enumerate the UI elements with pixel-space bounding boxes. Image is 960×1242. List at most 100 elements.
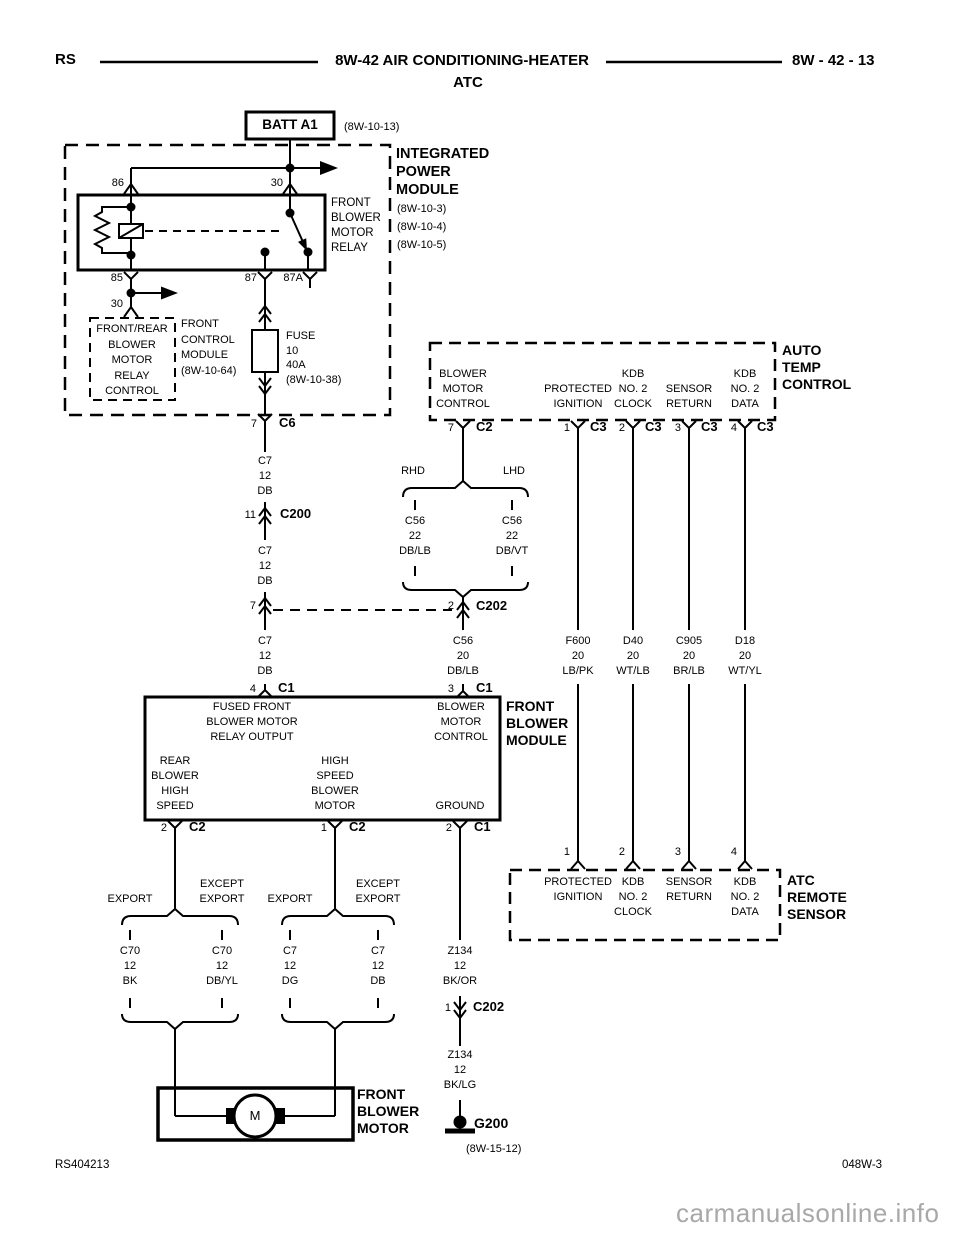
batt-ref: (8W-10-13) xyxy=(344,121,400,133)
relay-pin-87a: 87A xyxy=(283,272,303,284)
branch-merge-brace xyxy=(121,1013,239,1031)
branch-split-brace xyxy=(402,479,529,498)
female-pin-icon xyxy=(327,820,343,838)
female-pin-icon xyxy=(302,271,318,288)
ground-icon xyxy=(445,1115,475,1134)
page-code-left: RS xyxy=(55,51,76,68)
fbm-c2a-pin: 2 xyxy=(160,822,167,834)
fcm-pin-30: 30 xyxy=(110,298,123,310)
atc-remote-sensor-box xyxy=(508,868,782,942)
wire-f600-label: F600 20 LB/PK xyxy=(562,635,594,677)
wire-d40-label: D40 20 WT/LB xyxy=(616,635,650,677)
component-pin-icon xyxy=(570,859,586,870)
page-subtitle: ATC xyxy=(453,74,483,91)
female-pin-icon xyxy=(167,820,183,838)
ipm-title: INTEGRATED POWER MODULE xyxy=(396,146,490,198)
branch-lhd-label: LHD xyxy=(502,465,526,477)
inline-connector-icon xyxy=(258,506,272,525)
branch-export-label: EXPORT xyxy=(107,893,153,905)
batt-a1-label: BATT A1 xyxy=(262,117,318,132)
fbm-ground-label: GROUND xyxy=(435,800,485,812)
connector-c2-pin: 7 xyxy=(447,422,454,434)
connector-c1-left-pin: 4 xyxy=(249,683,256,695)
connector-c202: C202 xyxy=(473,999,505,1014)
component-pin-icon xyxy=(455,689,471,699)
fbm-fused-relay-output-label: FUSED FRONT BLOWER MOTOR RELAY OUTPUT xyxy=(206,701,298,743)
atc-title: AUTO TEMP CONTROL xyxy=(782,342,852,392)
fbm-rear-blower-high-speed-label: REAR BLOWER HIGH SPEED xyxy=(151,755,199,812)
inline-connector-icon xyxy=(453,1001,467,1020)
offpage-arrow-icon xyxy=(161,286,178,300)
wire-c70-dbyl-label: C70 12 DB/YL xyxy=(206,945,238,987)
front-rear-relay-control-label: FRONT/REAR BLOWER MOTOR RELAY CONTROL xyxy=(96,323,168,397)
front-blower-motor-relay-box xyxy=(76,193,327,272)
sensor-kdb2-data-label: KDB NO. 2 DATA xyxy=(730,876,760,918)
wire-c905-label: C905 20 BR/LB xyxy=(673,635,705,677)
front-blower-module-box xyxy=(143,695,502,822)
component-pin-icon xyxy=(737,859,753,870)
front-blower-motor-box xyxy=(156,1086,355,1142)
relay-pin-85: 85 xyxy=(110,272,123,284)
female-pin-icon xyxy=(737,420,753,437)
page-title: 8W-42 AIR CONDITIONING-HEATER xyxy=(335,52,589,69)
component-pin-icon xyxy=(625,859,641,870)
inline-connector-icon xyxy=(258,596,272,615)
ipm-refs: (8W-10-3) (8W-10-4) (8W-10-5) xyxy=(397,203,447,251)
female-pin-icon xyxy=(570,420,586,437)
wire-c7-db-label: C7 12 DB xyxy=(370,945,386,987)
male-pin-icon xyxy=(123,305,139,318)
wire-c56-lhd-label: C56 22 DB/VT xyxy=(495,515,529,557)
fuse-box xyxy=(251,329,279,373)
page-code-right: 8W - 42 - 13 xyxy=(792,52,875,69)
sensor-pin-4: 4 xyxy=(730,846,737,858)
relay-pin-30: 30 xyxy=(270,177,283,189)
connector-symbols xyxy=(123,182,753,1020)
motor-icon xyxy=(226,1093,285,1139)
connector-c202-right-pin: 2 xyxy=(447,600,454,612)
inline-connector-icon xyxy=(456,600,470,619)
female-pin-icon xyxy=(452,820,468,838)
junction-dots xyxy=(126,163,313,298)
atc-protected-ignition-label: PROTECTED IGNITION xyxy=(544,383,612,410)
footer-right-id: 048W-3 xyxy=(842,1159,883,1171)
connector-c1-left: C1 xyxy=(278,680,295,695)
female-pin-icon xyxy=(625,420,641,437)
connector-c2: C2 xyxy=(476,419,493,434)
sensor-return-label: SENSOR RETURN xyxy=(665,876,713,903)
relay-resistor xyxy=(92,206,131,254)
sensor-protected-ignition-label: PROTECTED IGNITION xyxy=(544,876,612,903)
connector-c3-pin-2: 2 xyxy=(618,422,625,434)
auto-temp-control-box xyxy=(428,341,777,422)
connector-c1-right-pin: 3 xyxy=(447,683,454,695)
connector-c6-pin: 7 xyxy=(250,418,257,430)
female-pin-icon xyxy=(257,271,273,288)
connector-c1-right: C1 xyxy=(476,680,493,695)
offpage-arrow-icon xyxy=(320,161,338,175)
fbm-title: FRONT BLOWER MODULE xyxy=(506,698,569,748)
wire-c7-label: C7 12 DB xyxy=(257,455,273,497)
atc-kdb2-clock-label: KDB NO. 2 CLOCK xyxy=(614,368,652,410)
atc-blower-motor-control-label: BLOWER MOTOR CONTROL xyxy=(436,368,490,410)
connector-c200-pin: 11 xyxy=(244,509,256,521)
wire-z134-bklg-label: Z134 12 BK/LG xyxy=(443,1049,477,1091)
connector-c2: C2 xyxy=(349,819,366,834)
branch-except-export-label: EXCEPT EXPORT xyxy=(355,878,401,905)
integrated-power-module-box xyxy=(63,143,392,417)
connector-c202-ground-pin: 1 xyxy=(444,1002,451,1014)
connector-c200: C200 xyxy=(280,506,312,521)
ground-g200-label: G200 xyxy=(474,1115,509,1131)
connector-c3-pin-4: 4 xyxy=(730,422,737,434)
connector-c2: C2 xyxy=(189,819,206,834)
sensor-title: ATC REMOTE SENSOR xyxy=(787,872,847,922)
footer-left-id: RS404213 xyxy=(55,1159,110,1171)
male-pin-icon xyxy=(123,182,139,195)
connector-c202-left-pin: 7 xyxy=(249,600,256,612)
fbm-high-speed-blower-motor-label: HIGH SPEED BLOWER MOTOR xyxy=(311,755,359,812)
wire-c7-dg-label: C7 12 DG xyxy=(281,945,299,987)
relay-pin-87: 87 xyxy=(244,272,257,284)
wire-c7-label: C7 12 DB xyxy=(257,635,273,677)
sensor-pin-2: 2 xyxy=(618,846,625,858)
batt-a1-box xyxy=(244,110,336,141)
